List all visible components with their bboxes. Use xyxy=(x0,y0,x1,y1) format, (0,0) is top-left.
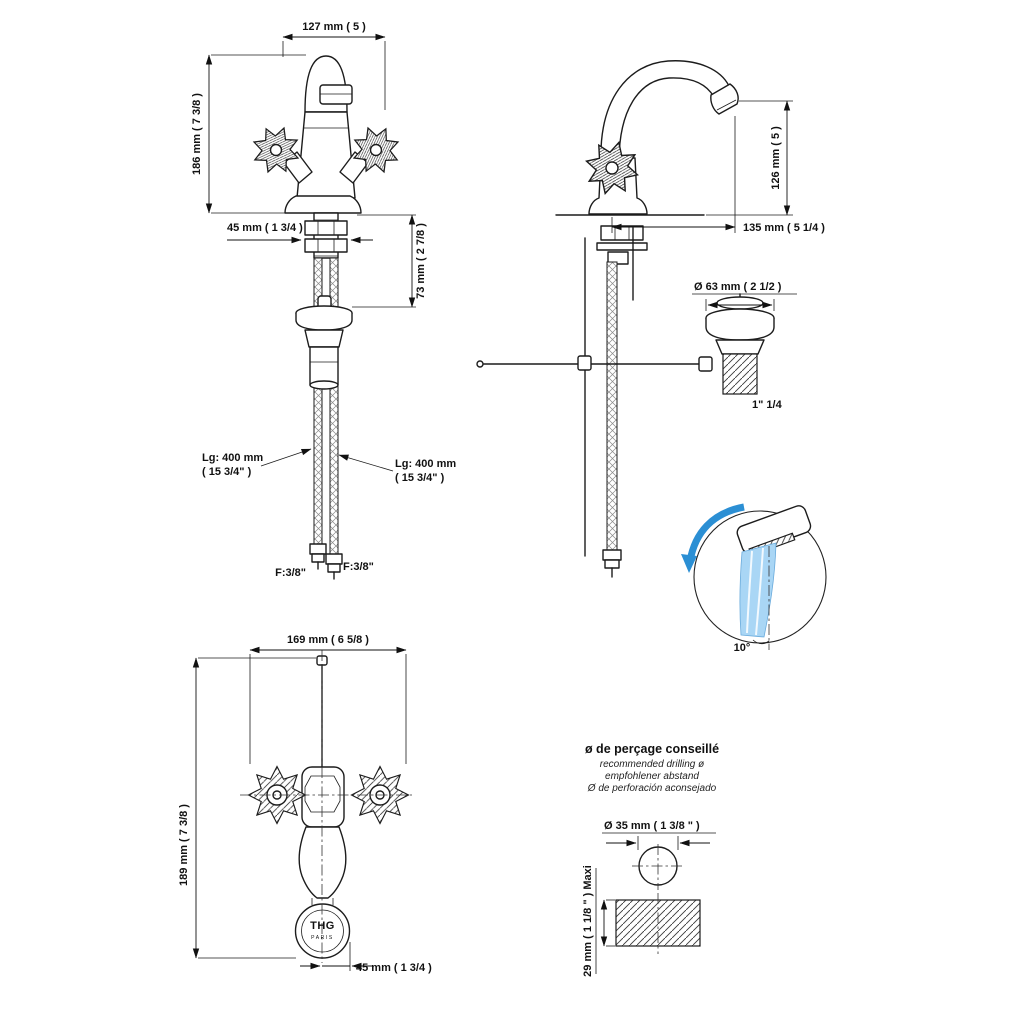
fitting-label-left: F:3/8" xyxy=(275,567,306,579)
brand-logo-city: PARIS xyxy=(311,935,334,941)
detail-callout-arrow xyxy=(686,503,745,562)
fitting-label-right: F:3/8" xyxy=(343,561,374,573)
dim-under-deck: 73 mm ( 2 7/8 ) xyxy=(352,214,427,308)
spout-tip xyxy=(710,83,739,115)
mounting-nut-lower xyxy=(304,238,348,253)
drain-tailpiece xyxy=(722,353,758,395)
hose-fitting-left xyxy=(309,543,327,555)
dim-label-135: 135 mm ( 5 1/4 ) xyxy=(743,222,825,234)
supply-hoses xyxy=(309,257,343,580)
detail-angle-label: 10° xyxy=(734,642,751,654)
spout-nose xyxy=(319,84,353,105)
dim-label-35: Ø 35 mm ( 1 3/8 " ) xyxy=(604,820,700,832)
brand-logo-name: THG xyxy=(310,920,335,932)
hex-detail xyxy=(304,775,341,813)
popup-drain-front xyxy=(295,295,353,390)
faucet-body xyxy=(296,111,356,199)
dim-spout-offset: 45 mm ( 1 3/4 ) xyxy=(300,942,432,974)
locknut xyxy=(600,225,644,241)
dim-front-height: 186 mm ( 7 3/8 ) xyxy=(191,54,306,214)
side-view: 1" 1/4 Ø 63 mm ( 2 1/2 ) 126 mm ( 5 ) 13… xyxy=(476,60,827,654)
dim-label-186: 186 mm ( 7 3/8 ) xyxy=(191,93,203,175)
mounting-nut-upper xyxy=(304,220,348,236)
dim-plan-depth: 189 mm ( 7 3/8 ) xyxy=(178,657,316,959)
drilling-subtitle-es: Ø de perforación aconsejado xyxy=(587,783,717,794)
hose-left-label-line2: ( 15 3/4" ) xyxy=(202,466,252,478)
dim-label-45-front: 45 mm ( 1 3/4 ) xyxy=(227,222,303,234)
lever-boss xyxy=(698,356,713,372)
dim-plan-width: 169 mm ( 6 5/8 ) xyxy=(249,634,407,764)
drilling-title: ø de perçage conseillé xyxy=(585,742,719,756)
faucet-plan: THG PARIS xyxy=(240,650,412,963)
top-view: THG PARIS 169 mm ( 6 5/8 ) 189 mm ( 7 3/… xyxy=(178,634,432,974)
spout-detail: 10° xyxy=(681,503,827,654)
dim-label-169: 169 mm ( 6 5/8 ) xyxy=(287,634,369,646)
hose-right-label-line1: Lg: 400 mm xyxy=(395,458,456,470)
faucet-base xyxy=(284,195,362,214)
popup-drain-side: 1" 1/4 xyxy=(698,293,783,411)
rod-clamp xyxy=(577,355,592,371)
dim-hole-diameter: Ø 35 mm ( 1 3/8 " ) xyxy=(602,820,716,850)
dim-drain-diameter: Ø 63 mm ( 2 1/2 ) xyxy=(692,281,797,311)
drilling-subtitle-de: empfohlener abstand xyxy=(605,771,699,782)
dim-label-127: 127 mm ( 5 ) xyxy=(302,21,366,33)
dim-label-29: 29 mm ( 1 1/8 " ) Maxi xyxy=(582,865,594,977)
dim-label-45-plan: 45 mm ( 1 3/4 ) xyxy=(356,962,432,974)
hose-right-label-line2: ( 15 3/4" ) xyxy=(395,472,445,484)
dim-label-126: 126 mm ( 5 ) xyxy=(770,126,782,190)
drain-thread-label: 1" 1/4 xyxy=(752,399,783,411)
hose-left-label-line1: Lg: 400 mm xyxy=(202,452,263,464)
dim-label-73: 73 mm ( 2 7/8 ) xyxy=(415,223,427,299)
dim-max-thickness: 29 mm ( 1 1/8 " ) Maxi xyxy=(582,865,615,977)
under-deck-side xyxy=(476,227,703,578)
dim-shank-width: 45 mm ( 1 3/4 ) xyxy=(227,222,373,244)
handle-stem-right xyxy=(339,151,369,184)
handle-stem-left xyxy=(283,151,313,184)
hose-fitting-side xyxy=(602,549,622,561)
dim-front-width: 127 mm ( 5 ) xyxy=(282,21,386,110)
supply-hose-side xyxy=(606,261,618,553)
spout-plan xyxy=(298,826,347,899)
washer xyxy=(596,242,648,251)
popup-plug xyxy=(716,296,764,310)
drilling-subtitle-en: recommended drilling ø xyxy=(600,759,705,770)
hose-length-labels: Lg: 400 mm ( 15 3/4" ) Lg: 400 mm ( 15 3… xyxy=(202,448,456,579)
front-view: 127 mm ( 5 ) 186 mm ( 7 3/8 ) 45 mm ( 1 … xyxy=(191,21,456,580)
faucet-front-body xyxy=(245,55,407,259)
dim-label-63: Ø 63 mm ( 2 1/2 ) xyxy=(694,281,782,293)
dim-spout-height: 126 mm ( 5 ) xyxy=(706,100,793,216)
spout-outlet-plan xyxy=(294,903,351,959)
dim-label-189: 189 mm ( 7 3/8 ) xyxy=(178,804,190,886)
drain-body xyxy=(309,346,339,386)
drilling-spec: ø de perçage conseillé recommended drill… xyxy=(582,742,719,977)
dim-reach: 135 mm ( 5 1/4 ) xyxy=(611,116,825,234)
faucet-side-body xyxy=(578,60,739,265)
hose-fitting-right xyxy=(325,553,343,565)
